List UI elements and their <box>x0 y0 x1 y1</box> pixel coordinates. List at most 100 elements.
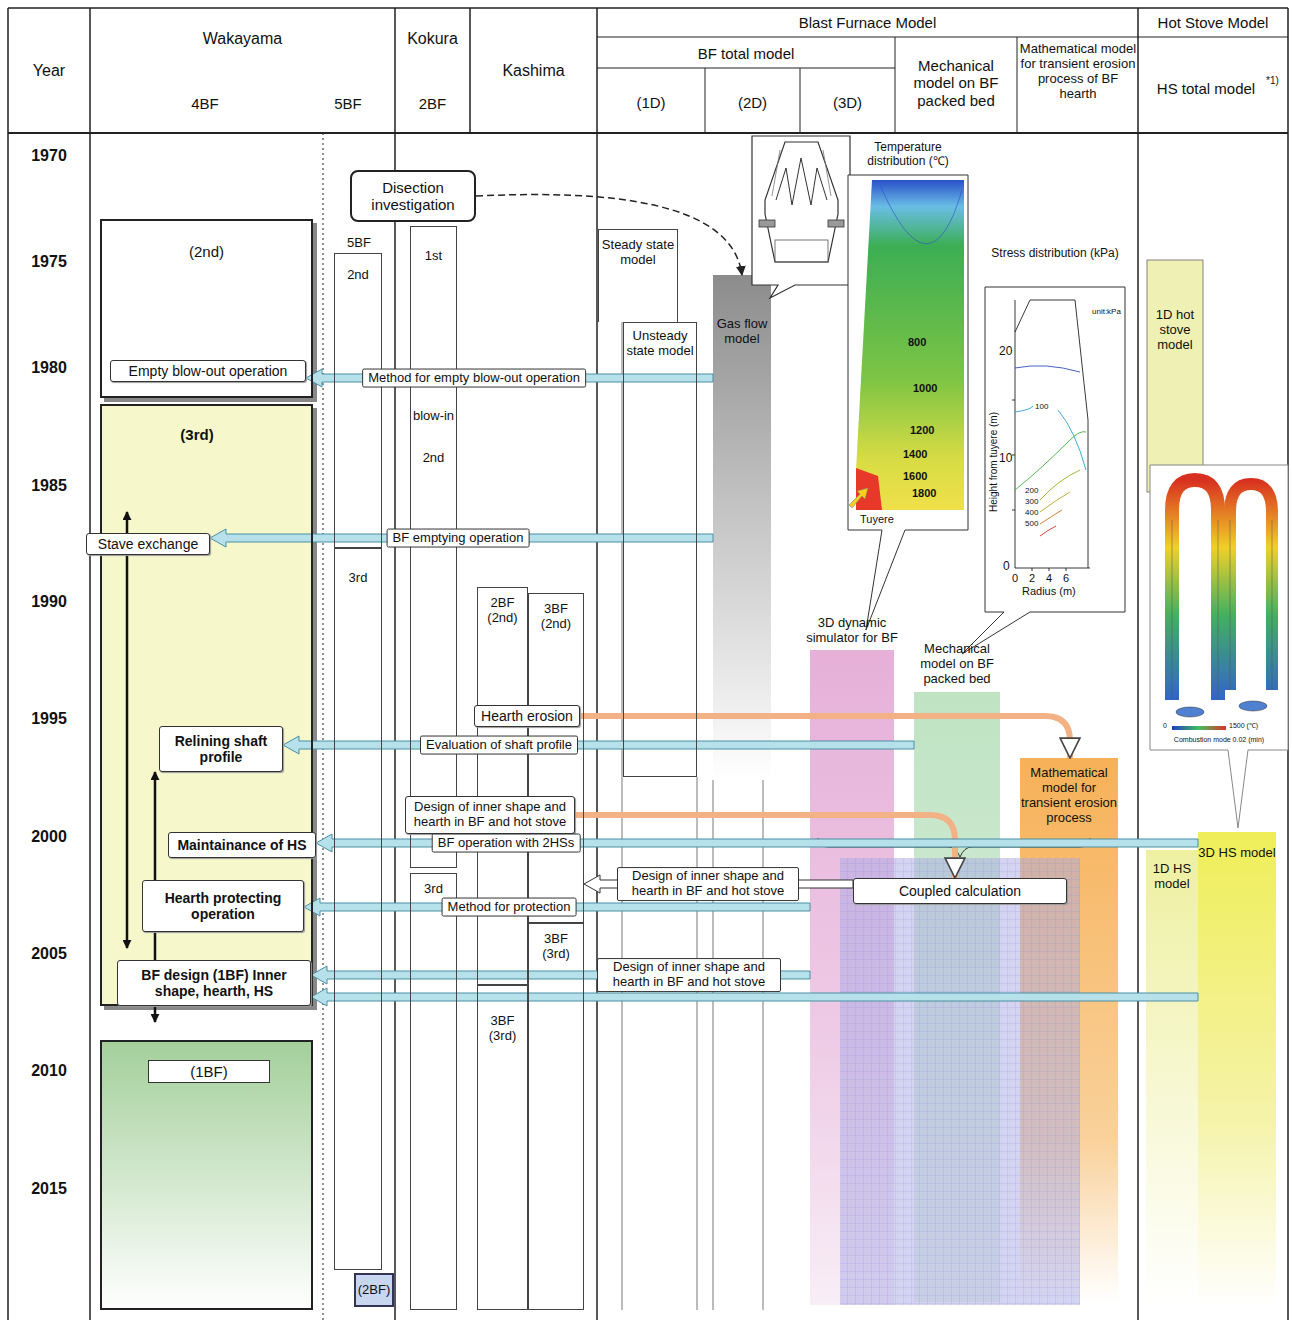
edge-label: Method for protection <box>442 898 577 917</box>
header-cell: Hot Stove Model <box>1138 14 1288 31</box>
figure-label: Height from tuyere (m) <box>988 412 1000 512</box>
header-cell: (3D) <box>800 94 895 111</box>
header-cell: BF total model <box>597 45 895 62</box>
year-label: 2005 <box>8 945 90 963</box>
year-label: 1975 <box>8 253 90 271</box>
figure-label: 800 <box>908 336 926 349</box>
edge-label: BF operation with 2HSs <box>432 834 581 853</box>
header-cell: 5BF <box>324 95 372 112</box>
header-cell: Year <box>8 62 90 80</box>
year-label: 1985 <box>8 477 90 495</box>
model-band: 3D HS model <box>1198 832 1276 1307</box>
node-text: Steady state model <box>599 238 677 268</box>
node-text: (2BF) <box>358 1283 391 1298</box>
block-arrow <box>316 834 1198 852</box>
figure-label: 1000 <box>913 382 937 395</box>
figure-label: unit:kPa <box>1092 307 1121 316</box>
model-band: Mathematical model for transient erosion… <box>1020 758 1118 1303</box>
campaign-bar: 2BF (2nd) <box>477 587 528 985</box>
year-label: 1990 <box>8 593 90 611</box>
figure-label: 0 <box>1003 560 1010 574</box>
figure-label: 1600 <box>903 470 927 483</box>
node-text: 1D hot stove model <box>1147 308 1203 353</box>
campaign-box: (1BF) <box>100 1040 313 1310</box>
node-text: Mechanical model on BF packed bed <box>910 642 1004 687</box>
figure-label: 4 <box>1046 572 1052 585</box>
node-text: 3D dynamic simulator for BF <box>796 616 908 646</box>
campaign-box: (3rd)Relining shaft profileMaintainance … <box>100 404 313 1006</box>
header-cell: Wakayama <box>90 30 395 48</box>
figure-label: 20 <box>999 345 1012 359</box>
node-text: Maintainance of HS <box>177 837 306 853</box>
block-arrow <box>306 369 713 387</box>
figure-label: Stress distribution (kPa) <box>985 247 1125 261</box>
operation-box: Hearth protecting operation <box>142 880 304 932</box>
model-band: Mechanical model on BF packed bed <box>914 692 1000 1302</box>
node-text: (2nd) <box>102 243 311 260</box>
node-text: Disection investigation <box>358 179 468 214</box>
node-text: 1D HS model <box>1146 862 1198 892</box>
edge-label: Design of inner shape and hearth in BF a… <box>617 867 799 901</box>
figure-label: 1800 <box>912 487 936 500</box>
model-bar: Unsteady state model <box>623 322 697 777</box>
header-cell: Kokura <box>395 30 470 48</box>
node-text: Coupled calculation <box>899 883 1021 899</box>
figure-label: Tuyere <box>860 513 894 526</box>
model-band: 1D HS model <box>1146 850 1198 1305</box>
campaign-bar: 3rd <box>334 548 382 1270</box>
figure-label: 0 <box>1012 572 1018 585</box>
edge-label: Design of inner shape and hearth in BF a… <box>597 958 781 992</box>
node-text: 3rd <box>411 882 456 897</box>
figure-label: 1400 <box>903 448 927 461</box>
rounded-box: Disection investigation <box>350 170 476 222</box>
campaign-bar: 3rd <box>410 873 457 1310</box>
figure-label: Combustion mode 0.02 (min) <box>1152 736 1286 744</box>
year-label: 1970 <box>8 147 90 165</box>
node-text: Unsteady state model <box>624 329 696 359</box>
flow-line <box>580 716 1070 758</box>
year-label: 1995 <box>8 710 90 728</box>
model-bar: Steady state model <box>598 229 678 322</box>
node-text: 3D HS model <box>1198 846 1276 861</box>
header-cell: *1) <box>1266 75 1279 87</box>
campaign-bar: 3BF (3rd) <box>477 985 528 1310</box>
node-text: Mathematical model for transient erosion… <box>1020 766 1118 826</box>
node-text: 3BF (3rd) <box>529 932 583 962</box>
edge-label: Method for empty blow-out operation <box>362 369 586 388</box>
figure-label: 6 <box>1063 572 1069 585</box>
node-text: 2nd <box>411 451 456 466</box>
note-box: Hearth erosion <box>474 705 580 727</box>
header-cell: (2D) <box>705 94 800 111</box>
year-label: 2000 <box>8 828 90 846</box>
figure-label: 1200 <box>910 424 934 437</box>
header-cell: Blast Furnace Model <box>597 14 1138 31</box>
block-arrow <box>210 529 713 547</box>
model-band: 1D hot stove model <box>1147 260 1203 492</box>
node-text: BF design (1BF) Inner shape, hearth, HS <box>121 967 307 999</box>
node-text: (1BF) <box>148 1060 270 1083</box>
edge-label: Evaluation of shaft profile <box>420 736 578 755</box>
block-arrow <box>283 736 914 754</box>
campaign-box: (2BF) <box>354 1273 394 1307</box>
header-cell: 4BF <box>150 95 260 112</box>
node-text: Stave exchange <box>98 536 198 552</box>
year-label: 2015 <box>8 1180 90 1198</box>
campaign-bar: 3BF (3rd) <box>528 923 584 1310</box>
node-text: 3BF (2nd) <box>529 602 583 632</box>
figure-label: Radius (m) <box>1022 585 1076 598</box>
header-cell: 2BF <box>395 95 470 112</box>
figure-label: 300 <box>1024 497 1039 506</box>
figure-label: Temperature distribution (℃) <box>846 141 970 169</box>
header-cell: Mathematical model for transient erosion… <box>1019 42 1137 102</box>
figure-label: 200 <box>1024 486 1039 495</box>
header-cell: Mechanical model on BF packed bed <box>897 57 1015 109</box>
header-cell: (1D) <box>597 94 705 111</box>
header-cell: Kashima <box>470 62 597 80</box>
node-text: Design of inner shape and hearth in BF a… <box>409 800 571 830</box>
campaign-box: (2nd)Empty blow-out operation <box>100 219 313 398</box>
operation-box: BF design (1BF) Inner shape, hearth, HS <box>117 960 311 1006</box>
model-band: Gas flow model <box>713 275 771 780</box>
figure-label: 100 <box>1034 402 1049 411</box>
